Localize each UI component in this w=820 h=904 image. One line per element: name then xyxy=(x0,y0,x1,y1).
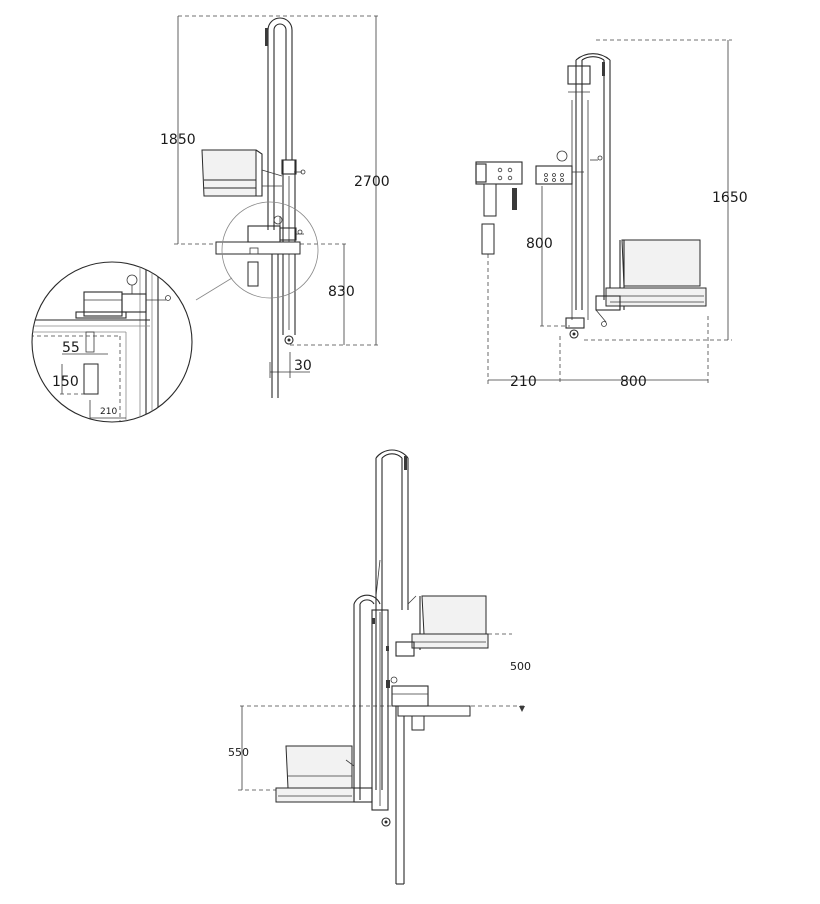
detail-view: 55 150 210 xyxy=(31,261,193,423)
dim-front-width-right: 800 xyxy=(620,374,647,390)
front-view-wall-plate xyxy=(475,161,523,255)
side-view-dimension-lines xyxy=(174,15,380,378)
dim-height-lower: 830 xyxy=(328,284,355,300)
bottom-view-tall-rail xyxy=(375,449,409,790)
dim-height-upper: 1850 xyxy=(160,132,196,148)
front-view-seat xyxy=(595,239,707,327)
dim-front-width-left: 210 xyxy=(510,374,537,390)
detail-circle xyxy=(31,261,193,423)
detail-leader-line xyxy=(195,277,233,301)
bottom-view-upper-seat xyxy=(395,595,489,657)
dim-front-height-left: 800 xyxy=(526,236,553,252)
detail-marker-circle xyxy=(221,201,319,299)
dim-bottom-upper-step: 500 xyxy=(510,660,531,673)
dim-detail-width: 55 xyxy=(62,340,80,356)
bottom-view-short-rail xyxy=(353,594,381,800)
side-view-seat xyxy=(201,149,283,197)
dim-bottom-lower-step: 550 xyxy=(228,746,249,759)
front-view-control-box xyxy=(535,150,584,185)
bottom-view-landing xyxy=(390,676,471,885)
side-view-rail xyxy=(265,17,306,345)
dim-front-height-right: 1650 xyxy=(712,190,748,206)
dim-height-total: 2700 xyxy=(354,174,390,190)
bottom-view-lower-seat xyxy=(275,745,373,803)
front-view-rail xyxy=(565,53,611,339)
bottom-view-carriage xyxy=(371,609,391,827)
bottom-view: 500 550 xyxy=(228,449,531,885)
side-view: 1850 2700 830 30 xyxy=(160,15,390,398)
dim-detail-distance: 210 xyxy=(100,407,117,417)
side-view-top-mechanism xyxy=(247,215,304,243)
dim-detail-height: 150 xyxy=(52,374,79,390)
side-view-wall xyxy=(215,241,301,398)
front-view: 1650 800 210 800 xyxy=(475,39,748,390)
dim-offset: 30 xyxy=(294,358,312,374)
front-view-dimension-lines xyxy=(487,39,732,384)
